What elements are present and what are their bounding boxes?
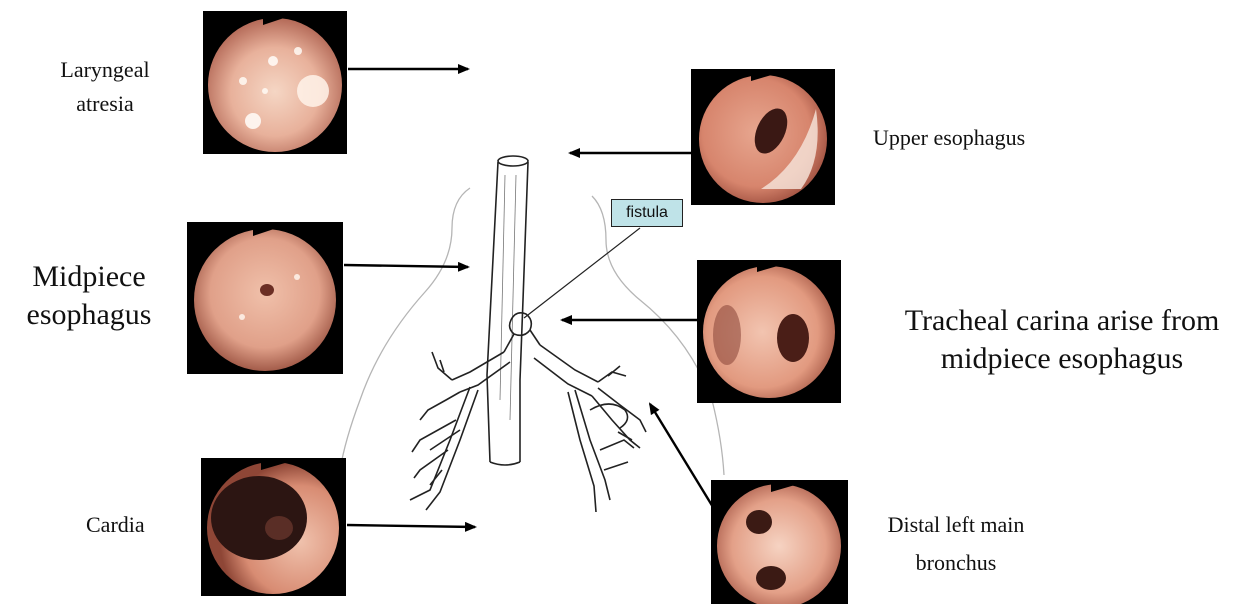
fistula-callout: fistula <box>611 199 683 227</box>
label-distal-left-main-bronchus: Distal left main bronchus <box>871 511 1041 576</box>
label-midpiece-esophagus-line2: esophagus <box>14 296 164 334</box>
label-laryngeal-atresia: Laryngeal atresia <box>30 56 180 117</box>
label-upper-esophagus-text: Upper esophagus <box>873 125 1025 150</box>
label-midpiece-esophagus: Midpiece esophagus <box>14 258 164 333</box>
esophagus-drawing <box>487 156 528 465</box>
label-tracheal-carina: Tracheal carina arise from midpiece esop… <box>872 302 1252 377</box>
label-tracheal-carina-line1: Tracheal carina arise from <box>872 302 1252 340</box>
arrow-distal-left-main-bronchus <box>650 404 716 512</box>
arrow-midpiece-esophagus <box>344 265 468 267</box>
endoscopy-midpiece-esophagus <box>187 222 343 374</box>
bronchial-tree-drawing <box>410 345 646 512</box>
label-distal-left-main-bronchus-line1: Distal left main <box>871 511 1041 539</box>
label-tracheal-carina-line2: midpiece esophagus <box>872 340 1252 378</box>
endoscopy-distal-left-main-bronchus <box>711 480 848 604</box>
label-cardia-text: Cardia <box>86 512 145 537</box>
label-laryngeal-atresia-line1: Laryngeal <box>30 56 180 84</box>
label-distal-left-main-bronchus-line2: bronchus <box>871 549 1041 577</box>
fistula-callout-text: fistula <box>626 204 668 222</box>
arrow-cardia <box>347 525 475 527</box>
label-upper-esophagus: Upper esophagus <box>873 124 1025 152</box>
label-laryngeal-atresia-line2: atresia <box>30 90 180 118</box>
endoscopy-cardia <box>201 458 346 596</box>
label-midpiece-esophagus-line1: Midpiece <box>14 258 164 296</box>
endoscopy-tracheal-carina <box>697 260 841 403</box>
endoscopy-laryngeal-atresia <box>203 11 347 154</box>
callout-leader-line <box>524 228 640 318</box>
label-cardia: Cardia <box>86 511 145 539</box>
endoscopy-upper-esophagus <box>691 69 835 205</box>
